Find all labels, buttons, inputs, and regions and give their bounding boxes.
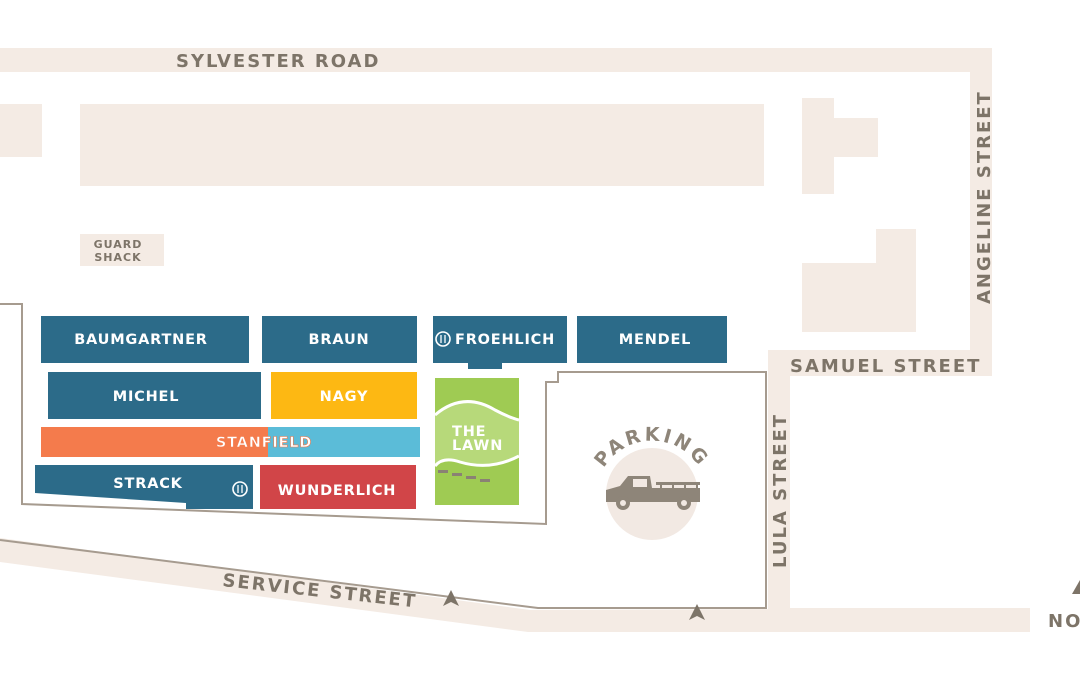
lawn-path-border — [433, 400, 520, 468]
wunderlich-building[interactable] — [260, 465, 416, 509]
nagy-building[interactable] — [271, 372, 417, 419]
strack-building[interactable] — [35, 465, 253, 509]
building-block-west — [0, 104, 42, 157]
service-street-label: SERVICE STREET — [221, 570, 418, 612]
up-arrow-icon — [1072, 580, 1080, 594]
stanfield-label: STANFIELD — [216, 435, 312, 451]
mendel-label: MENDEL — [619, 332, 691, 348]
sylvester-road[interactable] — [0, 48, 992, 72]
fork-knife-icon — [435, 331, 451, 347]
road-network — [0, 48, 1030, 632]
lula-street-label: LULA STREET — [770, 413, 791, 568]
lula-street[interactable] — [768, 350, 790, 612]
braun-building[interactable] — [262, 316, 417, 363]
the-lawn[interactable] — [433, 378, 520, 505]
froehlich-label: FROEHLICH — [455, 332, 555, 348]
building-block-southeast — [802, 229, 916, 332]
guard-shack-label-2: SHACK — [94, 251, 141, 264]
picnic-table-icon — [438, 470, 490, 482]
samuel-street[interactable] — [768, 350, 992, 376]
froehlich-notch — [468, 363, 502, 369]
fork-knife-icon — [232, 481, 248, 497]
lawn-path — [435, 401, 519, 466]
froehlich-building[interactable] — [433, 316, 567, 363]
north-street[interactable] — [790, 608, 1030, 632]
parking-area[interactable]: PARKING — [590, 424, 714, 540]
background-buildings — [0, 98, 916, 332]
braun-label: BRAUN — [309, 332, 370, 348]
up-arrow-icon — [443, 590, 459, 606]
guard-shack — [80, 234, 164, 266]
mendel-building[interactable] — [577, 316, 727, 363]
wunderlich-label: WUNDERLICH — [278, 483, 396, 499]
guard-shack-label-1: GUARD — [94, 238, 143, 251]
stanfield-building-east[interactable] — [268, 427, 420, 457]
baumgartner-label: BAUMGARTNER — [74, 332, 208, 348]
lawn-label-line1: THE — [452, 424, 486, 440]
sylvester-road-label: SYLVESTER ROAD — [176, 51, 380, 72]
samuel-street-label: SAMUEL STREET — [790, 356, 981, 377]
nagy-label: NAGY — [320, 389, 369, 405]
lawn-label-line2: LAWN — [452, 438, 503, 454]
market-buildings — [35, 316, 727, 509]
michel-label: MICHEL — [113, 389, 180, 405]
site-boundary — [0, 303, 767, 609]
michel-building[interactable] — [48, 372, 261, 419]
building-block-east — [802, 98, 878, 194]
baumgartner-building[interactable] — [41, 316, 249, 363]
north-street-label-partial: NO — [1048, 611, 1080, 632]
stanfield-building-west[interactable] — [41, 427, 268, 457]
building-block-main — [80, 104, 764, 186]
strack-label: STRACK — [113, 476, 182, 492]
angeline-street-label: ANGELINE STREET — [974, 90, 995, 304]
angeline-street[interactable] — [970, 48, 992, 376]
pickup-truck-icon — [606, 476, 700, 510]
up-arrow-icon — [689, 604, 705, 620]
